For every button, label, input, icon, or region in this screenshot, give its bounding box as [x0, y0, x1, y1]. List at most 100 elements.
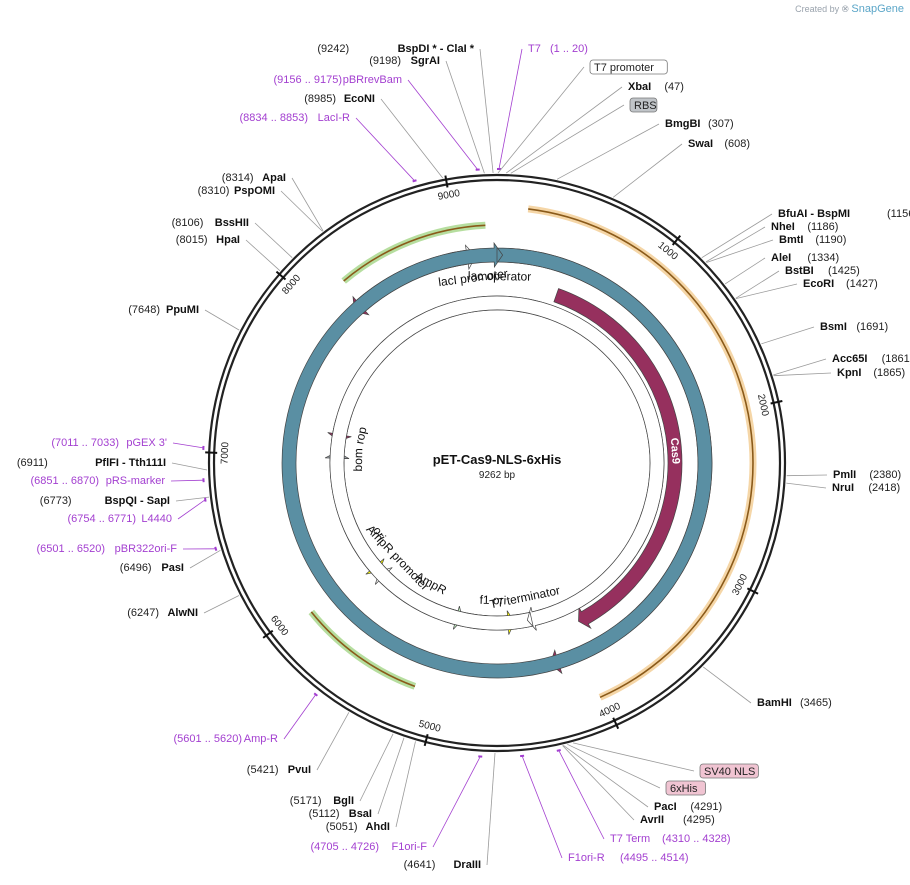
- label-pbrrevbam[interactable]: pBRrevBam(9156 .. 9175): [274, 74, 403, 86]
- label-position: (6501 .. 6520): [37, 543, 106, 555]
- label-pasi[interactable]: PasI(6496): [120, 562, 184, 574]
- label-bsmi[interactable]: BsmI(1691): [820, 321, 888, 333]
- leader-line: [280, 190, 323, 232]
- label-swai[interactable]: SwaI(608): [688, 138, 750, 150]
- leader-line: [203, 595, 240, 614]
- label-position: (5421): [247, 764, 279, 776]
- leader-line: [612, 143, 683, 198]
- tick-label: 7000: [219, 441, 231, 464]
- label-sgrai[interactable]: SgrAI(9198): [369, 55, 440, 67]
- label-t7-promoter[interactable]: T7 promoter: [589, 59, 668, 75]
- label-position: (3465): [800, 697, 832, 709]
- label-nhei[interactable]: NheI(1186): [771, 221, 838, 233]
- label-laci-r[interactable]: LacI-R(8834 .. 8853): [240, 112, 351, 124]
- label-position: (4705 .. 4726): [311, 841, 380, 853]
- leader-line: [705, 226, 766, 263]
- label-pbr322ori-f[interactable]: pBR322ori-F(6501 .. 6520): [37, 543, 178, 555]
- label-avrii[interactable]: AvrII(4295): [640, 814, 715, 826]
- label-pmli[interactable]: PmlI(2380): [833, 469, 901, 481]
- label-position: (1 .. 20): [550, 43, 588, 55]
- leader-line: [563, 744, 649, 808]
- label-ecori[interactable]: EcoRI(1427): [803, 278, 878, 290]
- feature-cas9-arrow[interactable]: [553, 288, 683, 630]
- feature-t7-terminator-arrow[interactable]: [329, 295, 665, 631]
- label-bmti[interactable]: BmtI(1190): [779, 234, 846, 246]
- label-bamhi[interactable]: BamHI(3465): [757, 697, 832, 709]
- label-amp-r[interactable]: Amp-R(5601 .. 5620): [174, 733, 279, 745]
- label-ppumi[interactable]: PpuMI(7648): [128, 304, 199, 316]
- label-position: (6754 .. 6771): [68, 513, 137, 525]
- label-t7[interactable]: T7(1 .. 20): [528, 43, 588, 55]
- label-acc65i[interactable]: Acc65I(1861): [832, 353, 910, 365]
- label-hpai[interactable]: HpaI(8015): [176, 234, 240, 246]
- label-name: PflFI - Tth111I: [95, 457, 166, 469]
- label-pflfi-tth111i[interactable]: PflFI - Tth111I(6911): [17, 457, 166, 469]
- label-bsai[interactable]: BsaI(5112): [309, 808, 372, 820]
- label-apai[interactable]: ApaI(8314): [222, 172, 286, 184]
- label-alei[interactable]: AleI(1334): [771, 252, 839, 264]
- label-bspdi-clai[interactable]: BspDI * - ClaI *(9242): [317, 43, 474, 55]
- label-position: (1186): [807, 221, 838, 233]
- leader-line: [724, 257, 766, 285]
- label-alwni[interactable]: AlwNI(6247): [127, 607, 198, 619]
- tick-label: 2000: [755, 393, 771, 418]
- label-rbs[interactable]: RBS: [629, 97, 658, 113]
- label-t7-term[interactable]: T7 Term(4310 .. 4328): [610, 833, 731, 845]
- label-name: DraIII: [453, 859, 481, 871]
- label-prs-marker[interactable]: pRS-marker(6851 .. 6870): [31, 475, 166, 487]
- label-box: [665, 780, 706, 796]
- tick-mark: [746, 587, 759, 595]
- label-xbai[interactable]: XbaI(47): [628, 81, 684, 93]
- label-name: 6xHis: [670, 783, 698, 795]
- feature-label: lac operator: [468, 269, 532, 284]
- label-position: (6247): [127, 607, 159, 619]
- label-name: F1ori-R: [568, 852, 605, 864]
- label-f1ori-r[interactable]: F1ori-R(4495 .. 4514): [568, 852, 689, 864]
- label-paci[interactable]: PacI(4291): [654, 801, 722, 813]
- label-l4440[interactable]: L4440(6754 .. 6771): [68, 513, 173, 525]
- label-bspqi-sapi[interactable]: BspQI - SapI(6773): [40, 495, 170, 507]
- label-name: pGEX 3': [126, 437, 167, 449]
- leader-line: [556, 123, 660, 180]
- feature-lac-operator-arrow[interactable]: [281, 241, 713, 679]
- label-box: [699, 763, 759, 779]
- label-position: (1425): [828, 265, 860, 277]
- label-position: (1190): [815, 234, 846, 246]
- label-bmgbi[interactable]: BmgBI(307): [665, 118, 734, 130]
- label-ahdi[interactable]: AhdI(5051): [326, 821, 390, 833]
- label-position: (8314): [222, 172, 254, 184]
- label-bgli[interactable]: BglI(5171): [290, 795, 354, 807]
- label-draiii[interactable]: DraIII (4641): [404, 859, 481, 871]
- label-position: (4310 .. 4328): [662, 833, 731, 845]
- label-pspomi[interactable]: PspOMI(8310): [198, 185, 275, 197]
- label-6xhis[interactable]: 6xHis: [665, 780, 706, 796]
- snapgene-credit: Created by ⮿ SnapGene: [795, 3, 904, 15]
- label-econi[interactable]: EcoNI(8985): [304, 93, 375, 105]
- label-f1ori-f[interactable]: F1ori-F(4705 .. 4726): [311, 841, 428, 853]
- label-bsshii[interactable]: BssHII(8106): [172, 217, 249, 229]
- label-position: (8310): [198, 185, 230, 197]
- label-pvui[interactable]: PvuI(5421): [247, 764, 311, 776]
- primer-mark: [313, 692, 318, 697]
- label-name: NruI: [832, 482, 854, 494]
- leader-line: [486, 752, 496, 866]
- label-position: (4641): [404, 859, 436, 871]
- label-sv40-nls[interactable]: SV40 NLS: [699, 763, 759, 779]
- credit-brand: SnapGene: [851, 3, 904, 15]
- label-kpni[interactable]: KpnI(1865): [837, 367, 905, 379]
- label-nrui[interactable]: NruI(2418): [832, 482, 900, 494]
- leader-line: [479, 48, 494, 174]
- label-name: BsmI: [820, 321, 847, 333]
- label-pgex-3[interactable]: pGEX 3' (7011 .. 7033): [51, 437, 167, 449]
- leader-line: [773, 372, 832, 377]
- label-position: (7011 .. 7033): [51, 437, 119, 449]
- label-name: BstBI: [785, 265, 814, 277]
- label-bstbi[interactable]: BstBI (1425): [785, 265, 860, 277]
- label-position: (9198): [369, 55, 401, 67]
- leader-line: [498, 48, 523, 170]
- label-bfuai-bspmi[interactable]: BfuAI - BspMI(1156): [778, 208, 910, 220]
- label-name: Acc65I: [832, 353, 867, 365]
- label-position: (608): [724, 138, 750, 150]
- leader-line: [316, 712, 350, 771]
